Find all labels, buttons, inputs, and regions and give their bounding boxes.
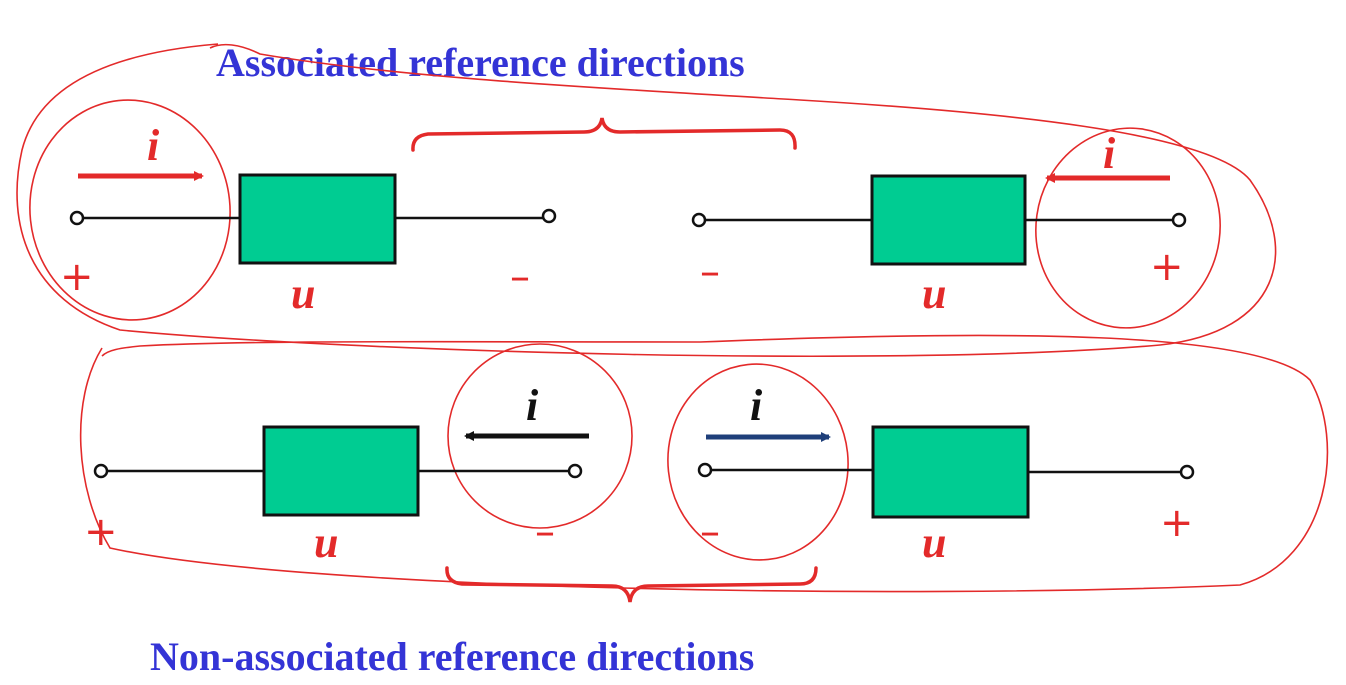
terminal-right [567, 463, 583, 479]
circuit-element [238, 173, 397, 265]
voltage-label: u [291, 269, 315, 318]
plus-sign: + [60, 254, 94, 300]
circuit-non-associated-left: i u + – [84, 381, 589, 567]
circuit-associated-right: i u – + [691, 129, 1187, 318]
minus-sign: – [510, 254, 530, 300]
circuit-associated-left: i u + – [60, 121, 557, 318]
terminal-right [541, 208, 557, 224]
terminal-left [93, 463, 109, 479]
annotation-loop-non-associated [79, 334, 1329, 593]
current-label: i [1103, 129, 1116, 178]
terminal-left [691, 212, 707, 228]
current-label: i [147, 121, 160, 170]
terminal-left [697, 462, 713, 478]
plus-sign: + [1150, 244, 1184, 290]
voltage-label: u [922, 518, 946, 567]
annotation-circle-3 [447, 343, 633, 529]
terminal-right [1179, 464, 1195, 480]
brace-bottom [445, 566, 818, 603]
minus-sign: – [535, 509, 555, 555]
voltage-label: u [922, 269, 946, 318]
minus-sign: – [700, 249, 720, 295]
circuit-non-associated-right: i u – + [697, 381, 1195, 567]
annotation-circle-1 [29, 99, 231, 321]
voltage-label: u [314, 518, 338, 567]
circuit-element [870, 174, 1027, 266]
title-associated: Associated reference directions [216, 40, 745, 85]
plus-sign: + [1160, 500, 1194, 546]
title-non-associated: Non-associated reference directions [150, 634, 754, 679]
terminal-right [1171, 212, 1187, 228]
current-label: i [750, 381, 763, 430]
circuit-element [871, 425, 1030, 519]
annotation-loops [16, 43, 1329, 593]
minus-sign: – [700, 509, 720, 555]
circuit-element [262, 425, 420, 517]
plus-sign: + [84, 509, 118, 555]
annotation-circle-4 [667, 363, 849, 561]
terminal-left [69, 210, 85, 226]
brace-top [411, 117, 797, 152]
annotation-loop-associated [16, 43, 1277, 358]
annotation-circle-2 [1035, 127, 1221, 329]
current-label: i [526, 381, 539, 430]
